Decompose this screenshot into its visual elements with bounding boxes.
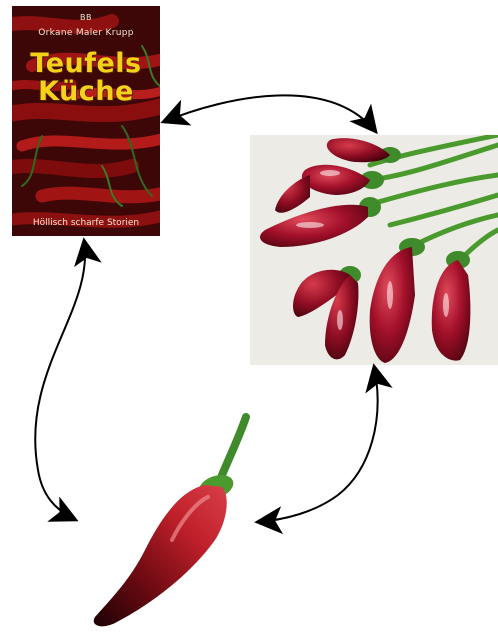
book-title-line1: Teufels: [12, 48, 160, 79]
arrow-photo-single-pepper: [257, 366, 378, 522]
arrow-book-photo: [163, 95, 376, 132]
arrow-book-single-pepper: [35, 240, 85, 520]
red-peppers-illustration: [250, 135, 498, 365]
publisher-logo: BB: [12, 13, 160, 22]
single-pepper-illustration: [80, 405, 270, 632]
book-cover: BB Orkane Maler Krupp Teufels Küche Höll…: [12, 6, 160, 236]
book-title-line2: Küche: [12, 76, 160, 107]
chili-pattern-background: [12, 6, 160, 236]
single-red-pepper: [80, 405, 270, 632]
book-subtitle: Höllisch scharfe Storien: [12, 218, 160, 228]
red-peppers-photo: [250, 135, 498, 365]
book-author: Orkane Maler Krupp: [12, 28, 160, 38]
